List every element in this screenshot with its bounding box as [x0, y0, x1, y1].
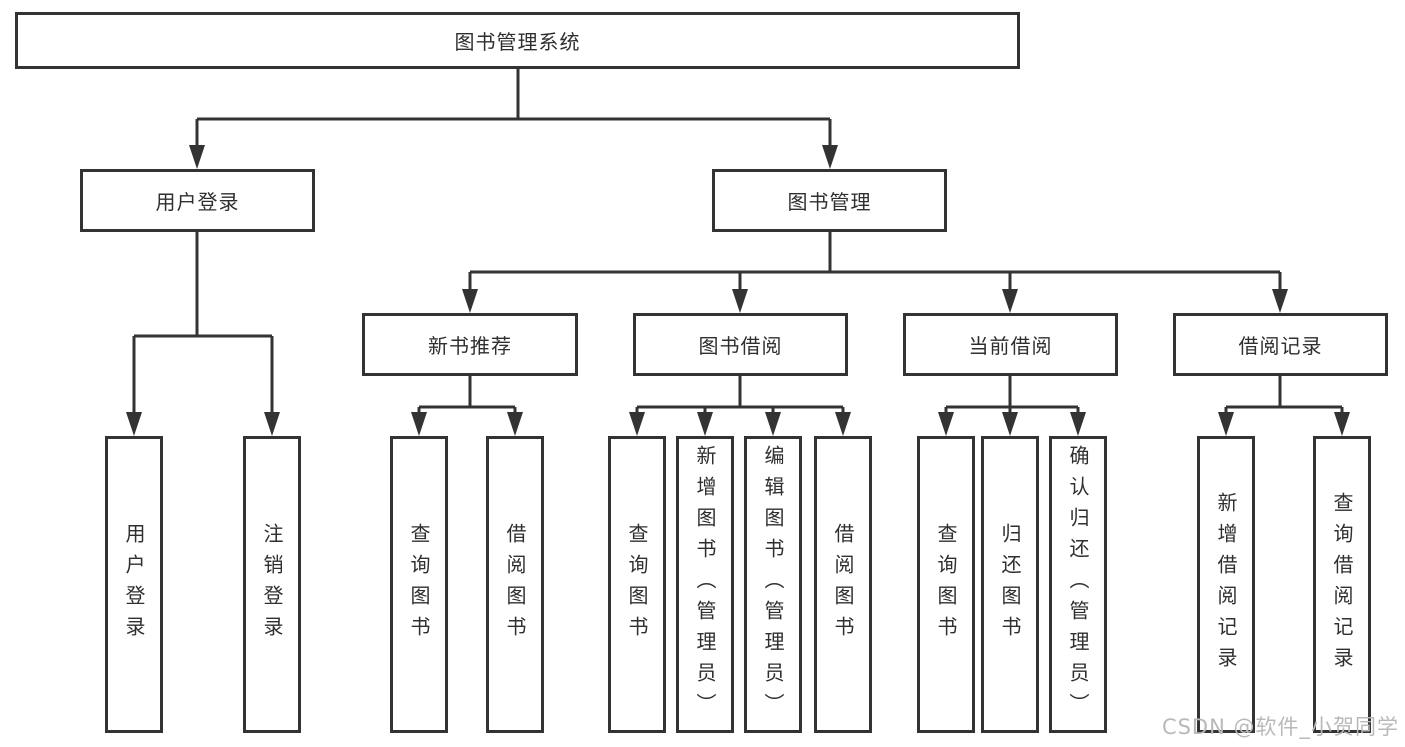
leaf-label: 查询借阅记录	[1330, 491, 1354, 678]
leaf-user-login: 用户登录	[105, 436, 163, 733]
leaf-label: 确认归还（管理员）	[1066, 445, 1090, 724]
leaf-label: 归还图书	[998, 522, 1022, 647]
leaf-label: 查询图书	[625, 522, 649, 647]
leaf-label: 新增图书（管理员）	[693, 445, 717, 724]
leaf-borrow-books-recommend: 借阅图书	[486, 436, 544, 733]
leaf-add-book-admin: 新增图书（管理员）	[676, 436, 734, 733]
leaf-label: 新增借阅记录	[1214, 491, 1238, 678]
leaf-label: 查询图书	[407, 522, 431, 647]
leaf-label: 注销登录	[260, 522, 284, 647]
leaf-confirm-return-admin: 确认归还（管理员）	[1049, 436, 1107, 733]
leaf-logout: 注销登录	[243, 436, 301, 733]
node-new-book-recommend: 新书推荐	[362, 313, 578, 376]
leaf-add-borrow-record: 新增借阅记录	[1197, 436, 1255, 733]
node-root-system: 图书管理系统	[15, 12, 1020, 69]
edge-paths	[132, 69, 1344, 414]
leaf-query-books-recommend: 查询图书	[390, 436, 448, 733]
leaf-label: 查询图书	[934, 522, 958, 647]
node-borrow-records: 借阅记录	[1173, 313, 1388, 376]
node-book-management: 图书管理	[712, 169, 947, 232]
leaf-query-books-current: 查询图书	[917, 436, 975, 733]
csdn-watermark: CSDN @软件_小贺同学	[1161, 715, 1399, 739]
leaf-label: 编辑图书（管理员）	[761, 445, 785, 724]
leaf-query-books-borrow: 查询图书	[608, 436, 666, 733]
edge-arrowheads	[126, 145, 1350, 436]
leaf-label: 借阅图书	[503, 522, 527, 647]
node-book-borrow: 图书借阅	[633, 313, 848, 376]
node-user-login: 用户登录	[80, 169, 315, 232]
leaf-edit-book-admin: 编辑图书（管理员）	[744, 436, 802, 733]
node-current-borrow: 当前借阅	[903, 313, 1118, 376]
leaf-borrow-books: 借阅图书	[814, 436, 872, 733]
leaf-query-borrow-record: 查询借阅记录	[1313, 436, 1371, 733]
leaf-return-book: 归还图书	[981, 436, 1039, 733]
leaf-label: 借阅图书	[831, 522, 855, 647]
leaf-label: 用户登录	[122, 522, 146, 647]
